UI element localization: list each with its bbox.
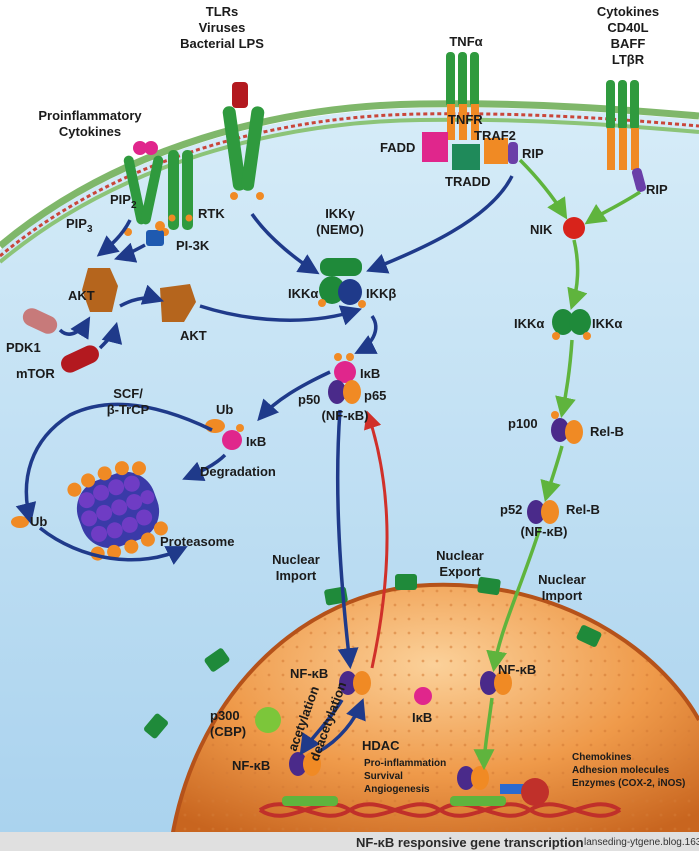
label-nfkb-4: NF-κB (498, 662, 536, 677)
label-ikkb: IKKβ (366, 286, 396, 301)
label-cytokines-right: Cytokines (597, 4, 659, 19)
label-ikka-3: IKKα (592, 316, 622, 331)
label-ub-2: Ub (30, 514, 47, 529)
dna-helix-icon (258, 778, 622, 818)
watermark: lanseding-ytgene.blog.163.com (584, 837, 699, 848)
label-p300: p300 (210, 708, 240, 723)
label-mtor: mTOR (16, 366, 55, 381)
label-hdac: HDAC (362, 738, 400, 753)
label-nfkb-3: NF-κB (290, 666, 328, 681)
nik-icon (563, 217, 585, 239)
label-proinflammatory: Proinflammatory (38, 108, 142, 123)
label-p65: p65 (364, 388, 386, 403)
ikb-nfkb-complex-icon (328, 353, 361, 404)
tnfr-complex-icon (422, 52, 518, 170)
p52-relb-icon (527, 500, 559, 524)
label-pi3k: PI-3K (176, 238, 210, 253)
label-ikka-1: IKKα (288, 286, 318, 301)
label-fadd: FADD (380, 140, 415, 155)
label-ltbr: LTβR (612, 52, 645, 67)
label-degradation: Degradation (200, 464, 276, 479)
cd40-receptor-icon (606, 80, 647, 192)
label-gene-proinflammation: Pro-inflammation (364, 758, 446, 769)
label-nuclear-export-a: Nuclear (436, 548, 484, 563)
label-relb-1: Rel-B (590, 424, 624, 439)
label-rip-1: RIP (522, 146, 544, 161)
label-gene-adhesion: Adhesion molecules (572, 765, 670, 776)
label-ikb-3: IκB (412, 710, 432, 725)
label-nuclear-import-2b: Import (542, 588, 583, 603)
label-nuclear-import-1a: Nuclear (272, 552, 320, 567)
label-nuclear-import-2a: Nuclear (538, 572, 586, 587)
tlr-receptor-icon (222, 82, 265, 200)
label-p50: p50 (298, 392, 320, 407)
label-viruses: Viruses (199, 20, 246, 35)
label-ub-1: Ub (216, 402, 233, 417)
rtk-receptor-icon (168, 150, 193, 230)
label-ikka-2: IKKα (514, 316, 544, 331)
label-nemo: (NEMO) (316, 222, 364, 237)
label-tlrs: TLRs (206, 4, 239, 19)
label-tradd: TRADD (445, 174, 491, 189)
label-pdk1: PDK1 (6, 340, 41, 355)
label-tnfa: TNFα (449, 34, 482, 49)
footer-band: NF-κB responsive gene transcription lans… (0, 832, 699, 851)
label-relb-2: Rel-B (566, 502, 600, 517)
label-nfkb-1: (NF-κB) (322, 408, 369, 423)
label-tnfr: TNFR (448, 112, 483, 127)
labels: TLRs Viruses Bacterial LPS TNFα Cytokine… (6, 4, 685, 795)
label-ikb-2: IκB (246, 434, 266, 449)
noncanonical-arrows (473, 158, 641, 771)
label-pip3: PIP3 (66, 216, 93, 235)
export-arrow (364, 410, 389, 669)
cytokine-receptor-icon (123, 141, 169, 236)
mtor-icon (61, 345, 99, 373)
label-gene-angiogenesis: Angiogenesis (364, 784, 430, 795)
nucleus (168, 582, 699, 851)
ikka-dimer-icon (552, 309, 591, 340)
label-rip-2: RIP (646, 182, 668, 197)
label-nuclear-import-1b: Import (276, 568, 317, 583)
label-pip2: PIP2 (110, 192, 137, 211)
label-ikb-1: IκB (360, 366, 380, 381)
pi3k-icon (146, 221, 165, 246)
label-nik: NIK (530, 222, 553, 237)
label-bacterial-lps: Bacterial LPS (180, 36, 264, 51)
label-nfkb-2: (NF-κB) (521, 524, 568, 539)
canonical-arrows (15, 175, 514, 756)
label-gene-chemokines: Chemokines (572, 752, 632, 763)
label-ikkg: IKKγ (325, 206, 355, 221)
label-akt-2: AKT (180, 328, 207, 343)
footer-title: NF-κB responsive gene transcription (356, 835, 584, 850)
ub-icon (11, 516, 29, 528)
label-p100: p100 (508, 416, 538, 431)
pdk1-icon (22, 308, 58, 334)
label-rtk: RTK (198, 206, 225, 221)
label-akt-1: AKT (68, 288, 95, 303)
nuclear-nfkb-icon (255, 671, 512, 790)
label-scf: SCF/ (113, 386, 143, 401)
label-gene-enzymes: Enzymes (COX-2, iNOS) (572, 778, 685, 789)
label-cd40l: CD40L (607, 20, 648, 35)
label-cytokines-left: Cytokines (59, 124, 121, 139)
label-nfkb-5: NF-κB (232, 758, 270, 773)
label-p52: p52 (500, 502, 522, 517)
proteasome-icon (67, 461, 168, 561)
label-baff: BAFF (611, 36, 646, 51)
akt-icon (82, 268, 196, 322)
label-btrcp: β-TrCP (107, 402, 150, 417)
label-nuclear-export-b: Export (439, 564, 481, 579)
label-proteasome: Proteasome (160, 534, 234, 549)
label-traf2: TRAF2 (474, 128, 516, 143)
label-cbp: (CBP) (210, 724, 246, 739)
label-gene-survival: Survival (364, 771, 403, 782)
